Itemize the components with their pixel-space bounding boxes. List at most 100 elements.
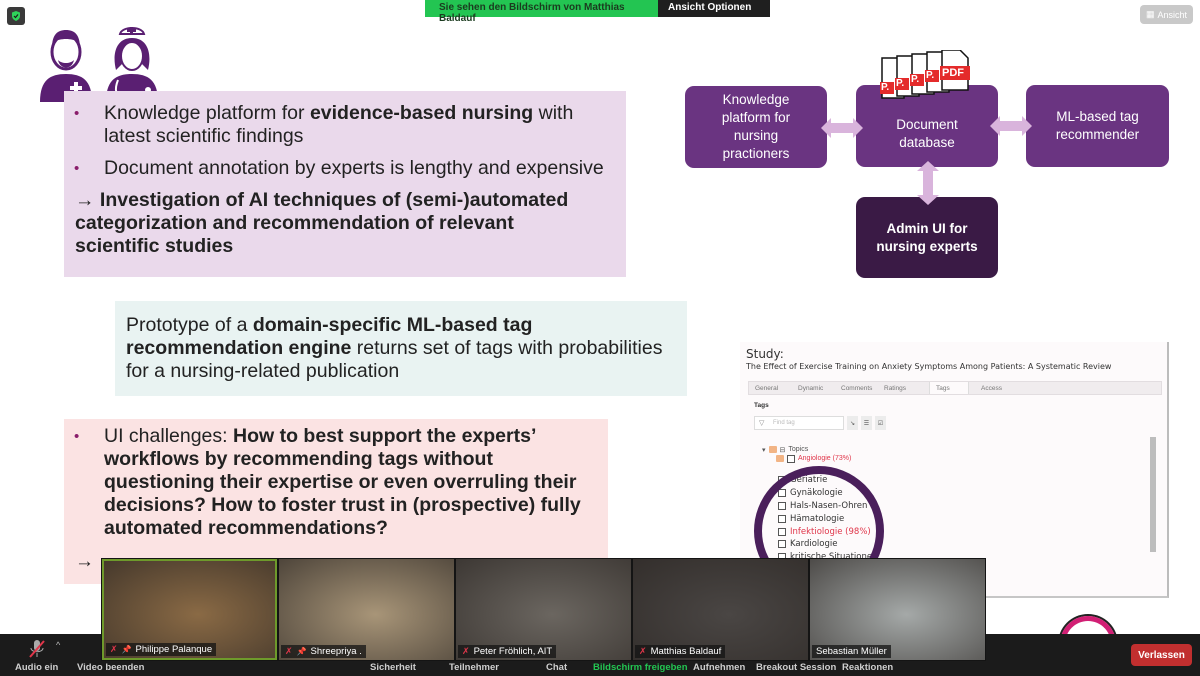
study-tabs: General Dynamic Comments Ratings Tags Ac… bbox=[748, 381, 1162, 395]
tab-general[interactable]: General bbox=[755, 385, 779, 392]
double-arrow-left-icon bbox=[821, 118, 863, 138]
reactions-button[interactable]: Reaktionen bbox=[842, 662, 894, 673]
tag-icon bbox=[776, 455, 784, 462]
participant-name: Shreepriya . bbox=[310, 646, 362, 657]
bullet-text: UI challenges: bbox=[104, 425, 233, 447]
bullet-bold-text: How to best support the experts’ workflo… bbox=[104, 425, 581, 539]
view-options-button[interactable]: Ansicht Optionen ⌄ bbox=[658, 0, 770, 24]
mic-muted-icon: ✗ bbox=[639, 646, 647, 656]
tree-item-label: Angiologie (73%) bbox=[798, 455, 852, 462]
pdf-label: PDF bbox=[942, 67, 964, 79]
screen-share-banner: Sie sehen den Bildschirm von Matthias Ba… bbox=[425, 0, 770, 24]
pdf-partial-label: P. bbox=[926, 70, 935, 81]
search-placeholder: Find tag bbox=[773, 420, 795, 426]
tag-checkbox[interactable] bbox=[787, 454, 795, 463]
chevron-down-icon: ⌄ bbox=[668, 13, 677, 24]
document-database-label: Document database bbox=[896, 117, 958, 150]
double-arrow-right-icon bbox=[990, 116, 1032, 136]
tree-icon: ↘ bbox=[849, 420, 856, 427]
bullet-text: Knowledge platform for bbox=[104, 102, 310, 124]
record-button[interactable]: Aufnehmen bbox=[693, 662, 746, 673]
view-mode-button[interactable]: ▦Ansicht bbox=[1140, 5, 1193, 24]
filter-icon: ▽ bbox=[759, 420, 765, 427]
pdf-partial-label: P. bbox=[911, 74, 920, 85]
video-button[interactable]: Video beenden bbox=[77, 662, 145, 673]
mic-muted-icon: ✗ bbox=[462, 646, 470, 656]
knowledge-platform-label: Knowledge platform for nursing practione… bbox=[721, 92, 791, 161]
pin-icon: 📌 bbox=[296, 647, 307, 656]
document-database-box: Document database bbox=[856, 85, 998, 167]
tab-ratings[interactable]: Ratings bbox=[884, 385, 907, 392]
checkbox-icon: ☑ bbox=[877, 420, 884, 427]
tree-root[interactable]: ▾ ⊟Topics bbox=[762, 445, 851, 454]
select-checked-button[interactable]: ☑ bbox=[875, 416, 886, 430]
security-shield-icon[interactable] bbox=[7, 7, 25, 25]
security-button[interactable]: Sicherheit bbox=[370, 662, 416, 673]
study-subtitle: The Effect of Exercise Training on Anxie… bbox=[746, 362, 1112, 371]
partial-arrow-text: → bbox=[75, 551, 94, 572]
prototype-box: Prototype of a domain-specific ML-based … bbox=[115, 301, 687, 396]
tree-item-angiologie[interactable]: Angiologie (73%) bbox=[762, 454, 851, 463]
bullet-text-end: with latest scientific findings bbox=[104, 102, 574, 147]
ml-recommender-label: ML-based tag recommender bbox=[1055, 109, 1140, 142]
admin-ui-box: Admin UI for nursing experts bbox=[856, 197, 998, 278]
prototype-text-end: returns set of tags with probabilities f… bbox=[126, 337, 663, 382]
tag-search-row: ▽ Find tag ↘ ☰ ☑ bbox=[754, 416, 886, 430]
list-view-button[interactable]: ☰ bbox=[861, 416, 872, 430]
participant-name: Philippe Palanque bbox=[135, 644, 213, 655]
participant-name: Sebastian Müller bbox=[816, 646, 887, 657]
tab-tags[interactable]: Tags bbox=[929, 382, 969, 394]
tag-search-input[interactable]: ▽ Find tag bbox=[754, 416, 844, 430]
participant-name-tag: ✗📌Shreepriya . bbox=[281, 645, 366, 658]
sharing-indicator: Sie sehen den Bildschirm von Matthias Ba… bbox=[425, 0, 658, 24]
bullet-text: Document annotation by experts is length… bbox=[104, 157, 604, 179]
video-tile[interactable]: ✗📌Shreepriya . bbox=[279, 559, 455, 660]
bullet-knowledge-platform: Knowledge platform for evidence-based nu… bbox=[64, 102, 626, 148]
breakout-session-button[interactable]: Breakout Session bbox=[756, 662, 837, 673]
video-strip: ✗📌Philippe Palanque ✗📌Shreepriya . ✗Pete… bbox=[101, 558, 986, 661]
mic-muted-icon: ✗ bbox=[285, 646, 293, 656]
tree-root-label: Topics bbox=[788, 446, 809, 453]
mic-muted-icon: ✗ bbox=[110, 644, 118, 654]
microphone-muted-icon[interactable] bbox=[28, 639, 46, 664]
leave-meeting-button[interactable]: Verlassen bbox=[1131, 644, 1192, 666]
pdf-partial-label: P. bbox=[896, 78, 905, 89]
participant-name: Matthias Baldauf bbox=[650, 646, 722, 657]
participant-name-tag: Sebastian Müller bbox=[812, 645, 891, 658]
bullet-bold-text: evidence-based nursing bbox=[309, 102, 534, 124]
chat-button[interactable]: Chat bbox=[546, 662, 568, 673]
prototype-text: Prototype of a bbox=[126, 314, 253, 336]
participant-name-tag: ✗Peter Fröhlich, AIT bbox=[458, 645, 557, 658]
folder-icon: ⊟ bbox=[779, 446, 786, 454]
knowledge-platform-box: Knowledge platform for nursing practione… bbox=[685, 86, 827, 168]
tree-scrollbar[interactable] bbox=[1150, 437, 1156, 552]
tags-label: Tags bbox=[754, 402, 769, 409]
pin-icon: 📌 bbox=[121, 645, 132, 654]
study-title: Study: bbox=[746, 347, 784, 361]
tag-icon bbox=[768, 446, 777, 453]
share-screen-button[interactable]: Bildschirm freigeben bbox=[593, 662, 688, 673]
video-tile[interactable]: ✗Matthias Baldauf bbox=[633, 559, 809, 660]
audio-button[interactable]: Audio ein bbox=[15, 662, 59, 673]
participants-button[interactable]: Teilnehmer bbox=[449, 662, 499, 673]
tab-comments[interactable]: Comments bbox=[841, 385, 873, 392]
audio-options-caret-icon[interactable]: ^ bbox=[56, 640, 61, 650]
tab-access[interactable]: Access bbox=[981, 385, 1002, 392]
bullet-ui-challenges: UI challenges: How to best support the e… bbox=[64, 425, 600, 540]
pdf-stack-icon: P. P. P. P. PDF bbox=[880, 50, 975, 105]
bullet-annotation-cost: Document annotation by experts is length… bbox=[64, 157, 626, 180]
video-tile[interactable]: ✗Peter Fröhlich, AIT bbox=[456, 559, 632, 660]
challenges-box: UI challenges: How to best support the e… bbox=[64, 419, 608, 584]
collapse-arrow-icon: ▾ bbox=[762, 446, 766, 454]
video-tile[interactable]: Sebastian Müller bbox=[810, 559, 986, 660]
intro-box: Knowledge platform for evidence-based nu… bbox=[64, 91, 626, 277]
video-tile[interactable]: ✗📌Philippe Palanque bbox=[102, 559, 278, 660]
view-options-label: Ansicht Optionen bbox=[668, 2, 752, 13]
expand-tree-button[interactable]: ↘ bbox=[847, 416, 858, 430]
double-arrow-vertical-icon bbox=[917, 161, 939, 205]
participant-name-tag: ✗📌Philippe Palanque bbox=[106, 643, 217, 656]
list-icon: ☰ bbox=[863, 420, 870, 427]
tab-dynamic[interactable]: Dynamic bbox=[798, 385, 824, 392]
pdf-partial-label: P. bbox=[881, 82, 890, 93]
